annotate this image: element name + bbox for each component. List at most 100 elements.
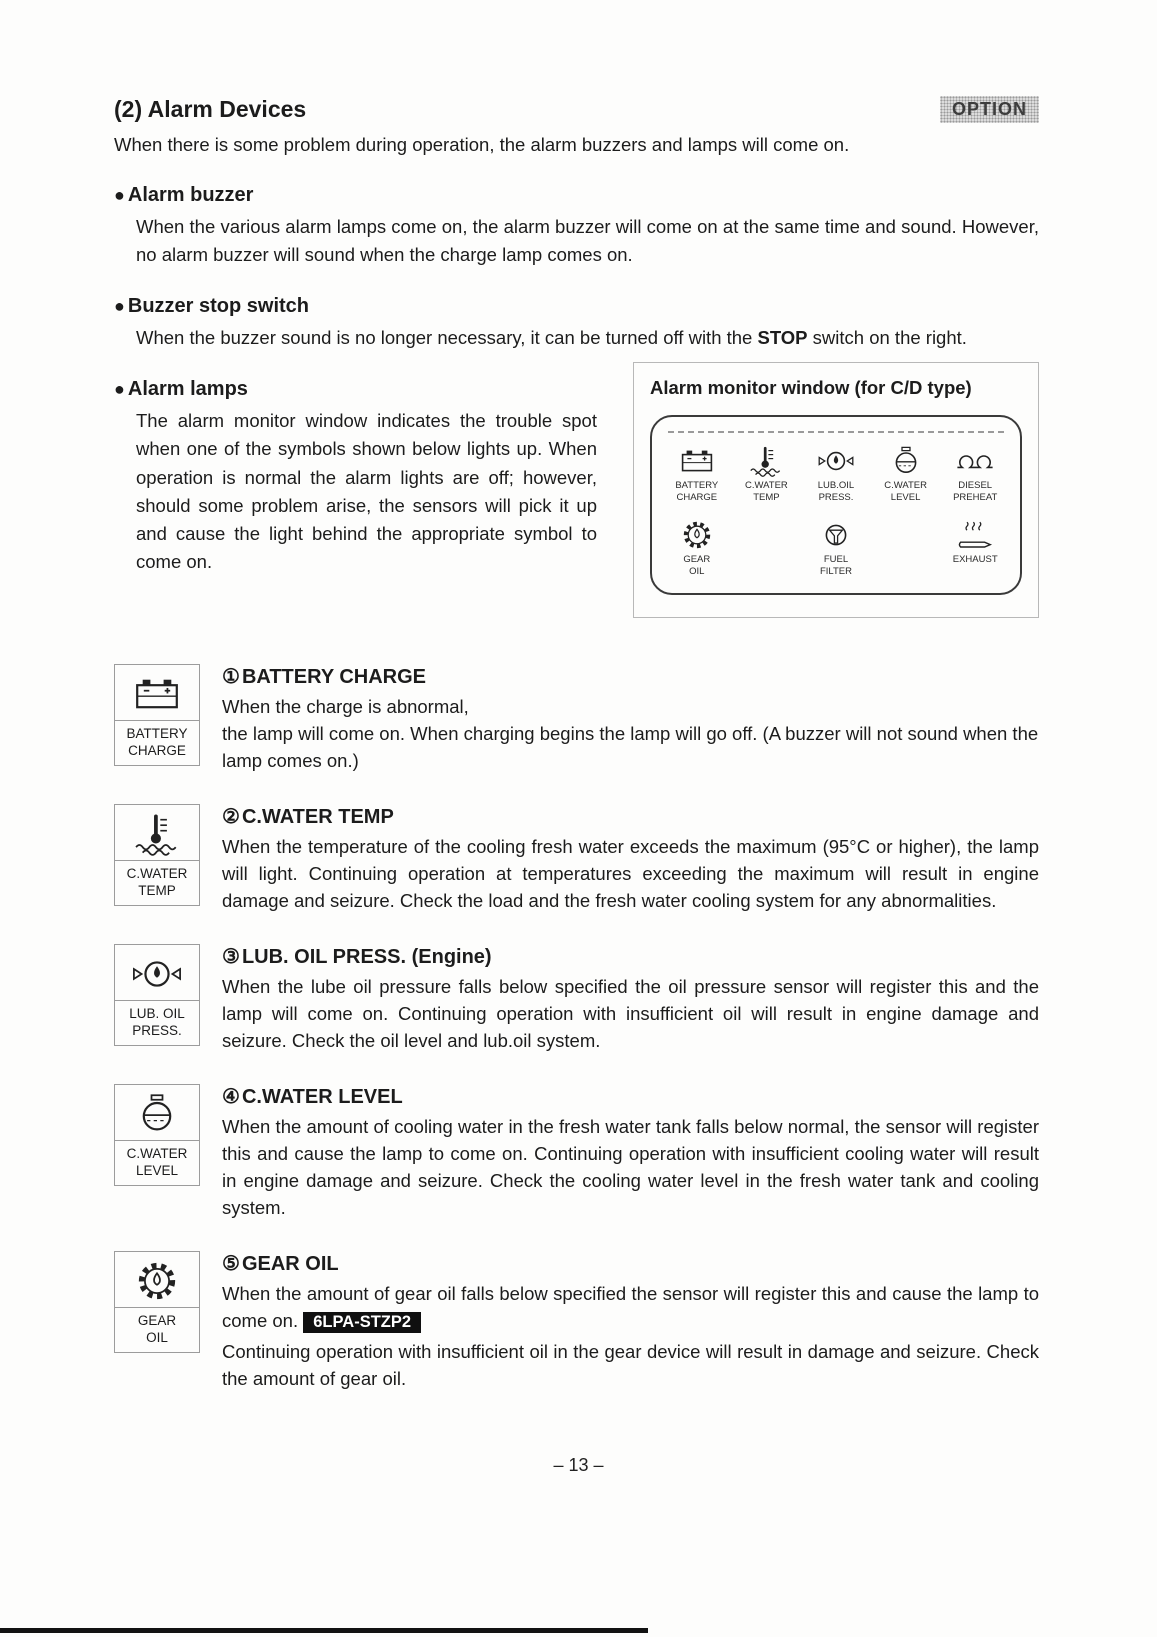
gear-oil-icon: [128, 1259, 186, 1303]
battery-charge-symbol-box: BATTERY CHARGE: [114, 663, 200, 766]
alarm-buzzer-body: When the various alarm lamps come on, th…: [136, 216, 1039, 266]
section-title-text: Alarm buzzer: [127, 184, 254, 206]
monitor-cell-label: C.WATER TEMP: [745, 480, 788, 503]
monitor-cell-label: FUEL FILTER: [819, 554, 852, 577]
bullet-icon: ●: [114, 296, 125, 317]
luboil-press-symbol-box: LUB. OIL PRESS.: [114, 943, 200, 1046]
page-title: (2) Alarm Devices: [114, 96, 307, 122]
item-title-text: LUB. OIL PRESS. (Engine): [241, 945, 492, 968]
monitor-title: Alarm monitor window (for C/D type): [650, 377, 972, 399]
cwater-temp-icon: [746, 445, 786, 477]
buzzer-stop-text-post: switch on the right.: [807, 327, 967, 349]
bullet-icon: ●: [114, 379, 125, 400]
item-body-text-pre: When the amount of gear oil falls below …: [222, 1282, 1039, 1331]
cwater-level-symbol-box: C.WATER LEVEL: [114, 1083, 200, 1186]
panel-dashed-line: [668, 431, 1004, 434]
fuel-filter-icon: [816, 519, 856, 551]
intro-text: When there is some problem during operat…: [114, 134, 850, 155]
item-body-continued: Continuing operation with insufficient o…: [222, 1340, 1039, 1389]
monitor-icon-grid: BATTERY CHARGE C.WATER TEMP LUB.OIL PRES…: [662, 445, 1010, 577]
battery-charge-icon: [677, 445, 717, 477]
battery-charge-icon: [128, 672, 186, 716]
gear-oil-icon: [677, 519, 717, 551]
item-number: ①: [222, 665, 240, 688]
symbol-icon-area: [115, 1252, 199, 1307]
symbol-label: GEAR OIL: [115, 1306, 199, 1352]
item-number: ③: [222, 945, 240, 968]
monitor-cell-label: C.WATER LEVEL: [884, 480, 927, 503]
heading-row: (2) Alarm Devices OPTION: [114, 96, 1039, 123]
symbol-label: BATTERY CHARGE: [115, 719, 199, 765]
luboil-press-icon: [816, 445, 856, 477]
gear-oil-symbol-box: GEAR OIL: [114, 1250, 200, 1353]
symbol-icon-area: [115, 1085, 199, 1140]
cwater-level-icon: [128, 1092, 186, 1136]
section-title-text: Buzzer stop switch: [127, 295, 310, 318]
section-title-alarm-buzzer: ●Alarm buzzer: [114, 184, 1039, 207]
item-number: ④: [222, 1085, 240, 1108]
monitor-cell-label: LUB.OIL PRESS.: [817, 480, 855, 503]
item-body: When the charge is abnormal, the lamp wi…: [222, 695, 1039, 771]
section-title-alarm-lamps: ●Alarm lamps: [114, 378, 1039, 401]
exhaust-icon: [955, 519, 995, 551]
model-badge: 6LPA-STZP2: [303, 1311, 422, 1333]
symbol-label: LUB. OIL PRESS.: [115, 999, 199, 1045]
item-body: When the amount of cooling water in the …: [222, 1115, 1039, 1218]
option-badge: OPTION: [939, 96, 1039, 123]
monitor-cell-label: EXHAUST: [952, 554, 998, 566]
item-number: ②: [222, 805, 240, 828]
stop-switch-keyword: STOP: [757, 327, 808, 349]
monitor-cell-fuel-filter: FUEL FILTER: [801, 519, 871, 577]
diesel-preheat-icon: [955, 445, 995, 477]
buzzer-stop-body: When the buzzer sound is no longer neces…: [136, 324, 1039, 352]
item-title-text: BATTERY CHARGE: [241, 665, 427, 688]
monitor-cell-cwater-temp: C.WATER TEMP: [732, 445, 802, 503]
item-body: When the temperature of the cooling fres…: [222, 835, 1039, 911]
symbol-label: C.WATER TEMP: [115, 859, 199, 905]
manual-page: (2) Alarm Devices OPTION When there is s…: [114, 96, 1039, 1392]
section-title-buzzer-stop-switch: ●Buzzer stop switch: [114, 295, 1039, 318]
monitor-cell-exhaust: EXHAUST: [940, 519, 1010, 577]
buzzer-stop-text-pre: When the buzzer sound is no longer neces…: [136, 327, 758, 349]
symbol-icon-area: [115, 665, 199, 720]
item-title-text: GEAR OIL: [241, 1252, 339, 1275]
item-body: When the amount of gear oil falls below …: [222, 1280, 1039, 1334]
item-number: ⑤: [222, 1252, 240, 1275]
monitor-cell-battery-charge: BATTERY CHARGE: [662, 445, 732, 503]
item-body: When the lube oil pressure falls below s…: [222, 975, 1039, 1051]
monitor-cell-gear-oil: GEAR OIL: [662, 519, 732, 577]
monitor-cell-label: DIESEL PREHEAT: [953, 480, 998, 503]
cwater-level-icon: [886, 445, 926, 477]
symbol-icon-area: [115, 945, 199, 1000]
luboil-press-icon: [128, 952, 186, 996]
monitor-cell-luboil-press: LUB.OIL PRESS.: [801, 445, 871, 503]
section-title-text: Alarm lamps: [127, 378, 248, 401]
cwater-temp-icon: [128, 812, 186, 856]
item-title-text: C.WATER LEVEL: [241, 1085, 403, 1108]
monitor-cell-label: GEAR OIL: [683, 554, 711, 577]
symbol-label: C.WATER LEVEL: [115, 1139, 199, 1185]
page-number: – 13 –: [553, 1455, 604, 1475]
scan-artifact-line: [0, 1628, 648, 1633]
monitor-cell-cwater-level: C.WATER LEVEL: [871, 445, 941, 503]
cwater-temp-symbol-box: C.WATER TEMP: [114, 803, 200, 906]
item-title-text: C.WATER TEMP: [241, 805, 394, 828]
alarm-lamps-body: The alarm monitor window indicates the t…: [136, 410, 597, 572]
alarm-monitor-figure: Alarm monitor window (for C/D type) BATT…: [633, 362, 1039, 618]
monitor-cell-label: BATTERY CHARGE: [675, 480, 719, 503]
